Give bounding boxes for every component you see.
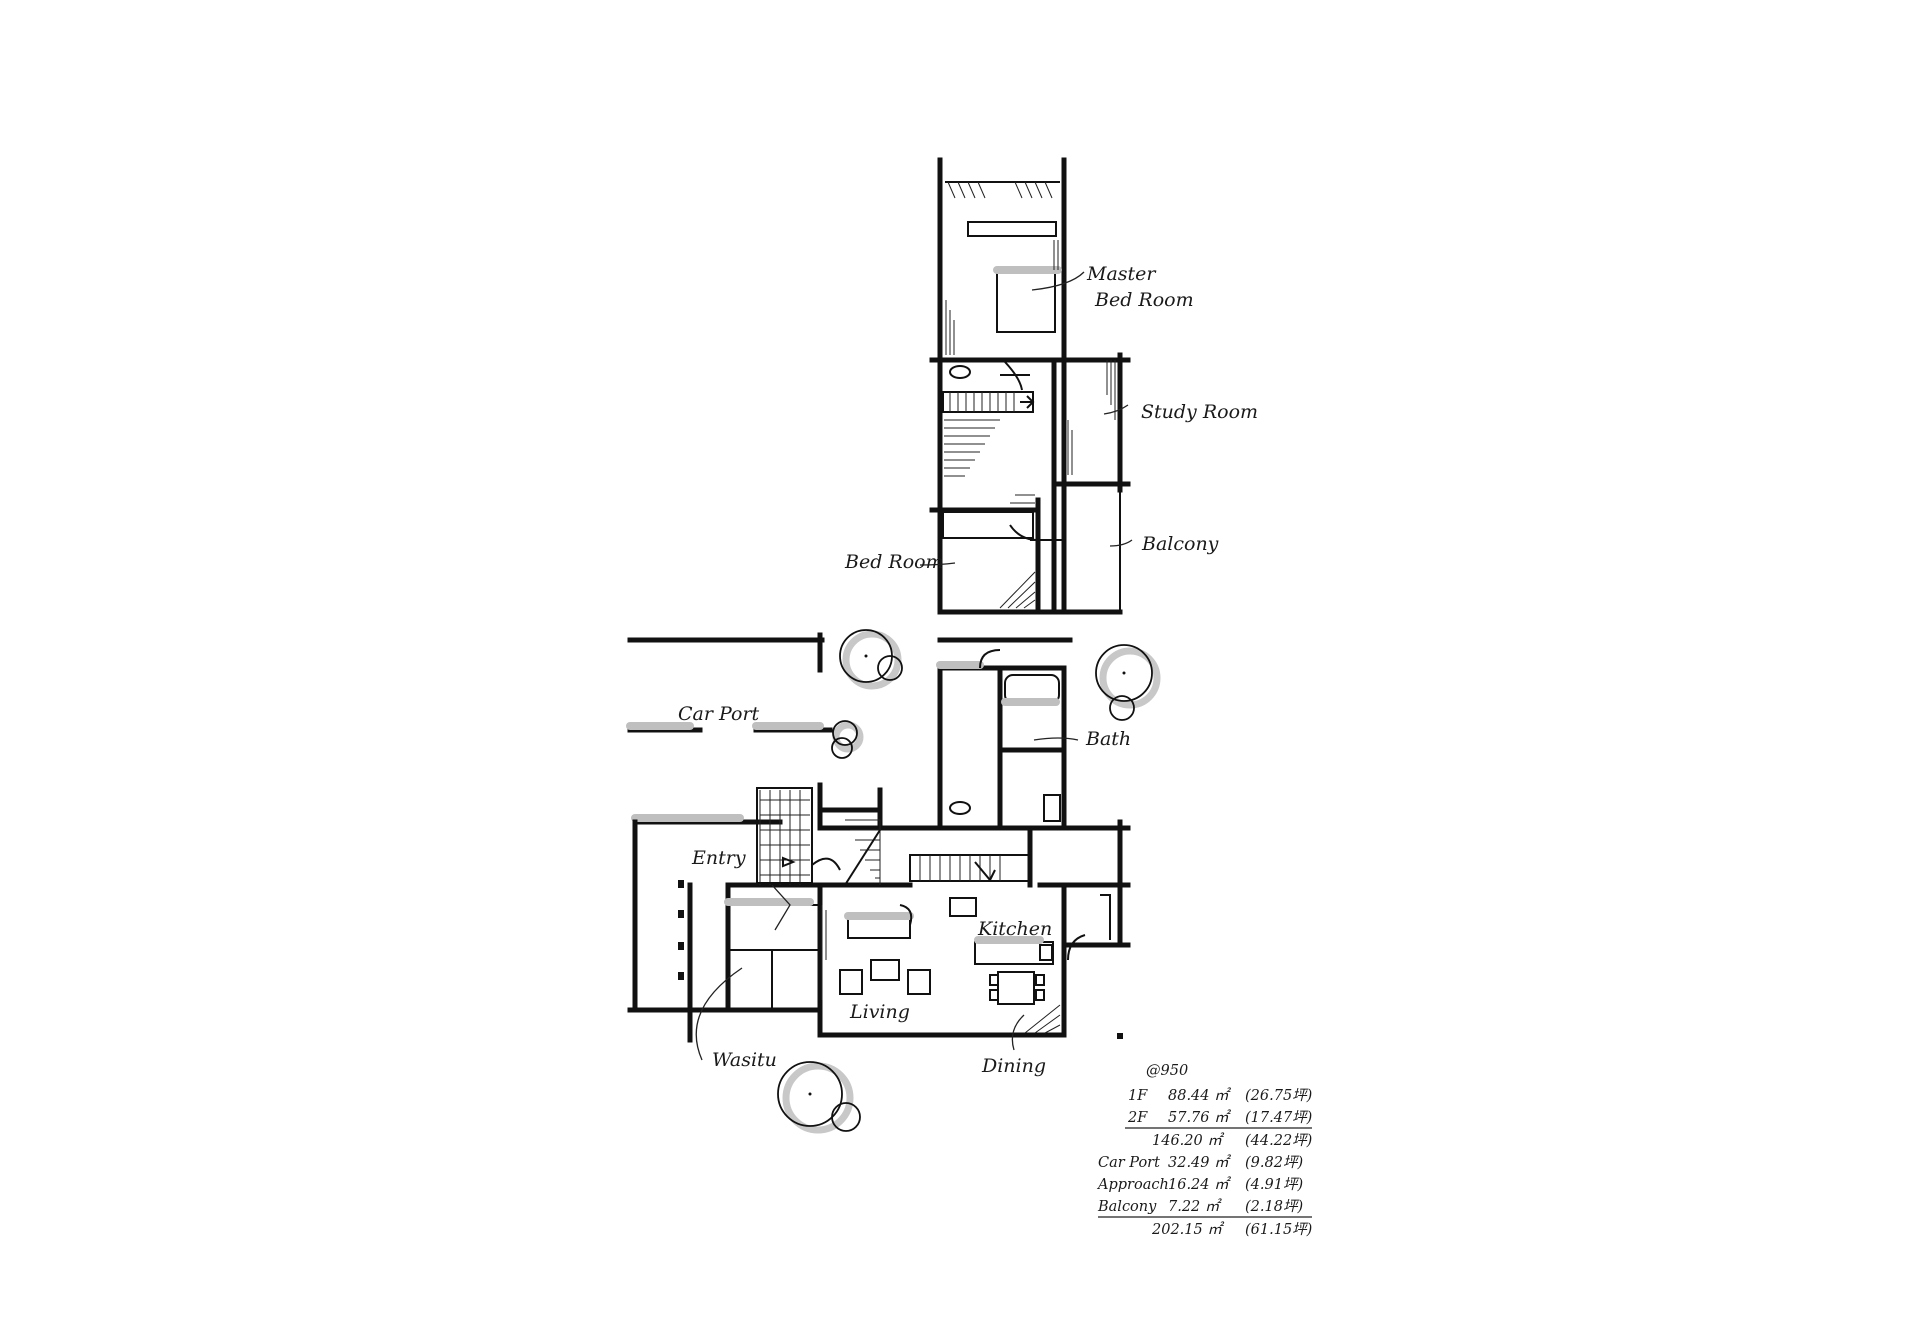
area-table: @950 1F 88.44 ㎡ (26.75坪) 2F 57.76 ㎡ (17.… xyxy=(1096,1063,1312,1238)
trees xyxy=(777,629,1161,1134)
area-row-balcony-value: 7.22 ㎡ xyxy=(1168,1198,1222,1215)
area-row-balcony-tsubo: (2.18坪) xyxy=(1245,1199,1303,1215)
area-row-carport-label: Car Port xyxy=(1098,1155,1160,1171)
label-wasitu: Wasitu xyxy=(712,1049,777,1071)
area-row-approach-tsubo: (4.91坪) xyxy=(1245,1177,1303,1193)
area-row-2f-label: 2F xyxy=(1127,1110,1148,1126)
area-row-total-tsubo: (61.15坪) xyxy=(1245,1222,1312,1238)
area-row-1f-label: 1F xyxy=(1128,1088,1148,1104)
label-leaders xyxy=(695,271,1133,1061)
room-labels: Master Bed Room Study Room Balcony Bed R… xyxy=(678,263,1258,1077)
area-row-approach-value: 16.24 ㎡ xyxy=(1168,1176,1231,1193)
label-study-room: Study Room xyxy=(1141,401,1258,423)
scale-note: @950 xyxy=(1146,1063,1188,1079)
area-row-carport-value: 32.49 ㎡ xyxy=(1168,1154,1231,1171)
area-row-total-value: 202.15 ㎡ xyxy=(1151,1221,1224,1238)
area-row-approach-label: Approach xyxy=(1096,1177,1169,1193)
label-dining: Dining xyxy=(981,1055,1046,1077)
label-living: Living xyxy=(849,1001,910,1023)
area-row-subtotal-tsubo: (44.22坪) xyxy=(1245,1133,1312,1149)
label-balcony: Balcony xyxy=(1141,533,1219,555)
label-bath: Bath xyxy=(1085,728,1131,750)
area-row-subtotal-value: 146.20 ㎡ xyxy=(1152,1132,1224,1149)
label-master: Master xyxy=(1086,263,1157,285)
label-bed-room: Bed Room xyxy=(844,551,944,573)
second-floor-plan xyxy=(929,157,1131,615)
label-kitchen: Kitchen xyxy=(977,918,1052,940)
area-row-2f-tsubo: (17.47坪) xyxy=(1245,1110,1312,1126)
first-floor-plan xyxy=(626,632,1131,1043)
area-row-2f-value: 57.76 ㎡ xyxy=(1168,1109,1231,1126)
label-master-bed-room: Bed Room xyxy=(1094,289,1194,311)
label-entry: Entry xyxy=(691,847,746,869)
area-row-1f-tsubo: (26.75坪) xyxy=(1245,1088,1312,1104)
area-row-carport-tsubo: (9.82坪) xyxy=(1245,1155,1303,1171)
area-row-1f-value: 88.44 ㎡ xyxy=(1168,1087,1231,1104)
label-car-port: Car Port xyxy=(678,703,760,725)
area-row-balcony-label: Balcony xyxy=(1097,1199,1157,1215)
